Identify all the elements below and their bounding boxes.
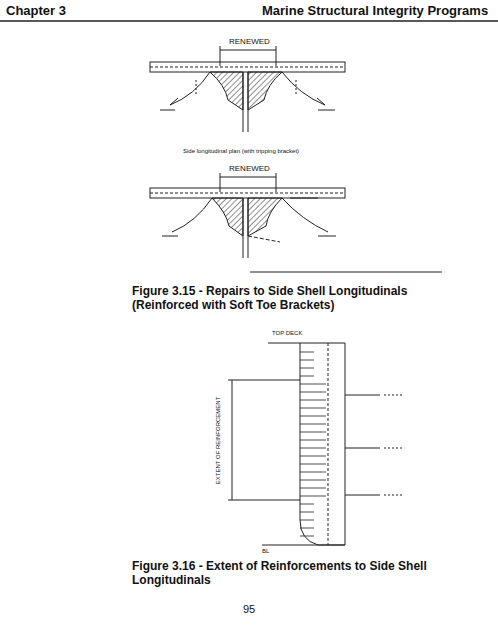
extent-dimension: EXTENT OF REINFORCEMENT (216, 396, 223, 484)
plan-note: Side longitudinal plan (with tripping br… (183, 148, 299, 155)
running-title: Marine Structural Integrity Programs (262, 4, 488, 19)
shell-longitudinal (300, 528, 314, 529)
renewed-note: RENEWED (229, 164, 270, 173)
shell-longitudinal (300, 440, 326, 441)
shell-longitudinal (300, 368, 314, 369)
shell-longitudinal (300, 352, 314, 353)
shell-longitudinal (300, 456, 326, 457)
figure-caption: Figure 3.16 - Extent of Reinforcements t… (132, 560, 472, 588)
chapter-heading: Chapter 3 (6, 4, 66, 19)
shell-longitudinal (300, 536, 314, 537)
shell-longitudinal (300, 472, 326, 473)
shell-longitudinal (300, 392, 326, 393)
figure-caption: Figure 3.15 - Repairs to Side Shell Long… (132, 285, 472, 313)
shell-longitudinal (300, 504, 314, 505)
shell-longitudinal (300, 376, 314, 377)
page-number: 95 (243, 603, 255, 616)
shell-longitudinal (300, 480, 326, 481)
shell-longitudinal (300, 424, 326, 425)
shell-longitudinal (300, 512, 314, 513)
shell-longitudinal (300, 400, 326, 401)
shell-longitudinal (300, 360, 314, 361)
baseline-label: BL (262, 548, 269, 555)
shell-longitudinal (300, 464, 326, 465)
shell-longitudinal (300, 408, 326, 409)
shell-longitudinal (300, 384, 326, 385)
shell-longitudinal (300, 448, 326, 449)
deck-label: TOP DECK (272, 330, 302, 337)
renewed-note: RENEWED (229, 37, 270, 46)
shell-longitudinal (300, 488, 326, 489)
shell-longitudinal (300, 416, 326, 417)
shell-longitudinal (300, 520, 314, 521)
shell-longitudinal (300, 496, 326, 497)
shell-longitudinal (300, 432, 326, 433)
